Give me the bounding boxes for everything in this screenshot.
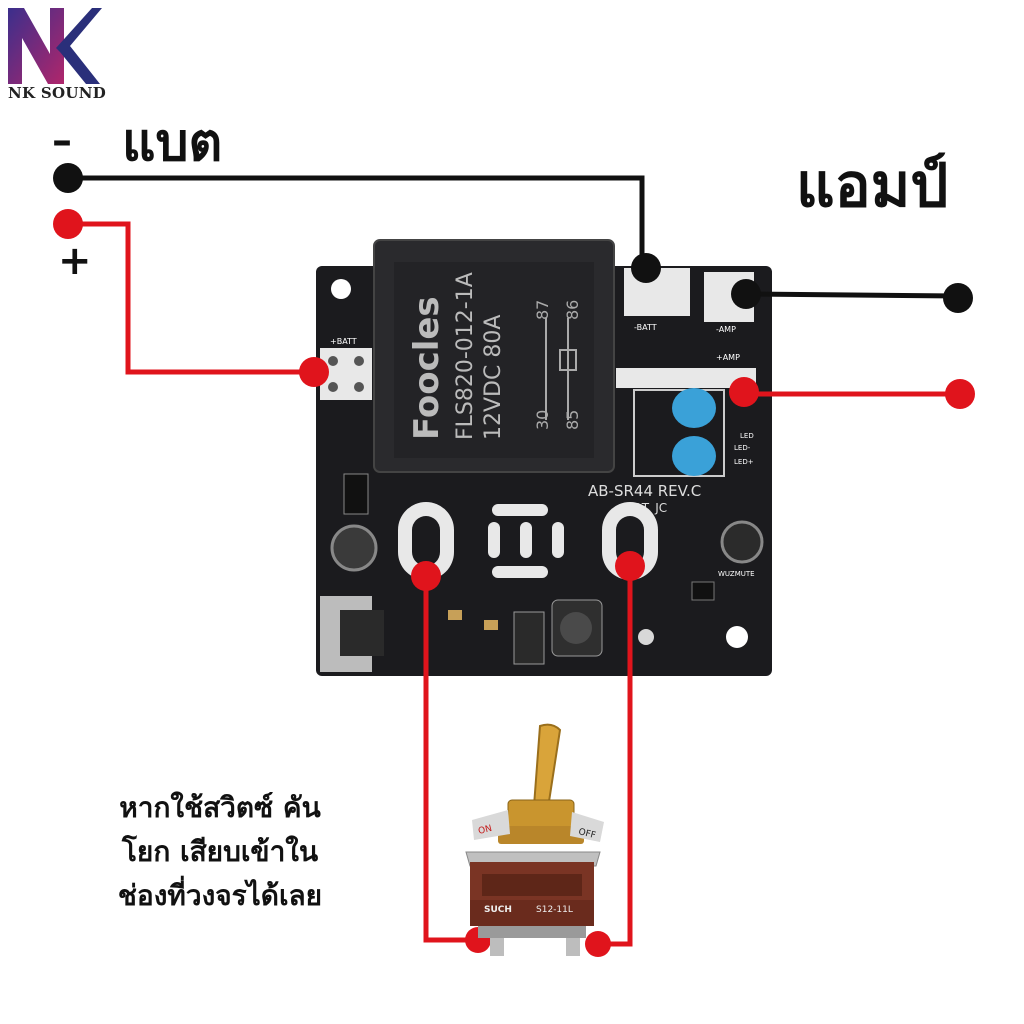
batt-minus-label: -BATT (634, 323, 657, 332)
relay-pin-87: 87 (533, 300, 552, 320)
switch-brand: SUCH (484, 905, 512, 915)
led-minus-label: LED- (734, 444, 751, 452)
battery-positive-terminal (53, 209, 83, 239)
plus-sign: + (58, 238, 92, 284)
amp-plus-pad-dot (729, 377, 759, 407)
batt-plus-pad-dot (299, 357, 329, 387)
pcb-board: Foocles FLS820-012-1A 12VDC 80A 30 87 85… (316, 239, 772, 676)
board-model: AB-SR44 REV.C (588, 482, 701, 500)
amp-positive-terminal (945, 379, 975, 409)
brand-caption: NK SOUND (8, 84, 107, 102)
switch-terminal-right-dot (585, 931, 611, 957)
led-label: LED (740, 432, 754, 440)
switch-slots (398, 502, 658, 580)
battery-label: แบต (122, 113, 223, 173)
nk-logo-mark (8, 8, 102, 84)
relay-pin-86: 86 (563, 300, 582, 320)
toggle-switch: ON OFF SUCH S12-11L (465, 723, 604, 956)
batt-plus-label: +BATT (330, 337, 357, 346)
amp-label: แอมป์ (796, 151, 949, 221)
batt-minus-pad-dot (631, 253, 661, 283)
negative-wires (53, 163, 973, 313)
minus-sign: – (52, 118, 72, 164)
relay-model: FLS820-012-1A (453, 272, 478, 440)
switch-slot-left-dot (411, 561, 441, 591)
note-line-1: หากใช้สวิตซ์ คัน (119, 791, 321, 824)
note-line-2: โยก เสียบเข้าใน (121, 835, 319, 868)
switch-model: S12-11L (536, 905, 573, 915)
switch-slot-right-dot (615, 551, 645, 581)
amp-minus-label: -AMP (716, 325, 736, 334)
relay-rating: 12VDC 80A (481, 315, 506, 440)
switch-off-tab: OFF (577, 827, 596, 841)
relay: Foocles FLS820-012-1A 12VDC 80A 30 87 85… (373, 239, 615, 473)
switch-on-tab: ON (477, 824, 493, 837)
wuz-label: WUZMUTE (718, 570, 755, 578)
amp-plus-label: +AMP (716, 353, 740, 362)
led-plus-label: LED+ (734, 458, 754, 466)
nk-logo (6, 4, 102, 104)
amp-negative-terminal (943, 283, 973, 313)
battery-negative-terminal (53, 163, 83, 193)
top-right-pads: -BATT -AMP +AMP (616, 268, 756, 388)
relay-brand: Foocles (407, 296, 447, 440)
relay-pin-30: 30 (533, 410, 552, 430)
instruction-note: หากใช้สวิตซ์ คัน โยก เสียบเข้าใน ช่องที่… (70, 786, 370, 918)
relay-pin-85: 85 (563, 410, 582, 430)
blue-components: LED LED- LED+ (633, 388, 754, 477)
note-line-3: ช่องที่วงจรได้เลย (117, 879, 323, 912)
amp-minus-pad-dot (731, 279, 761, 309)
